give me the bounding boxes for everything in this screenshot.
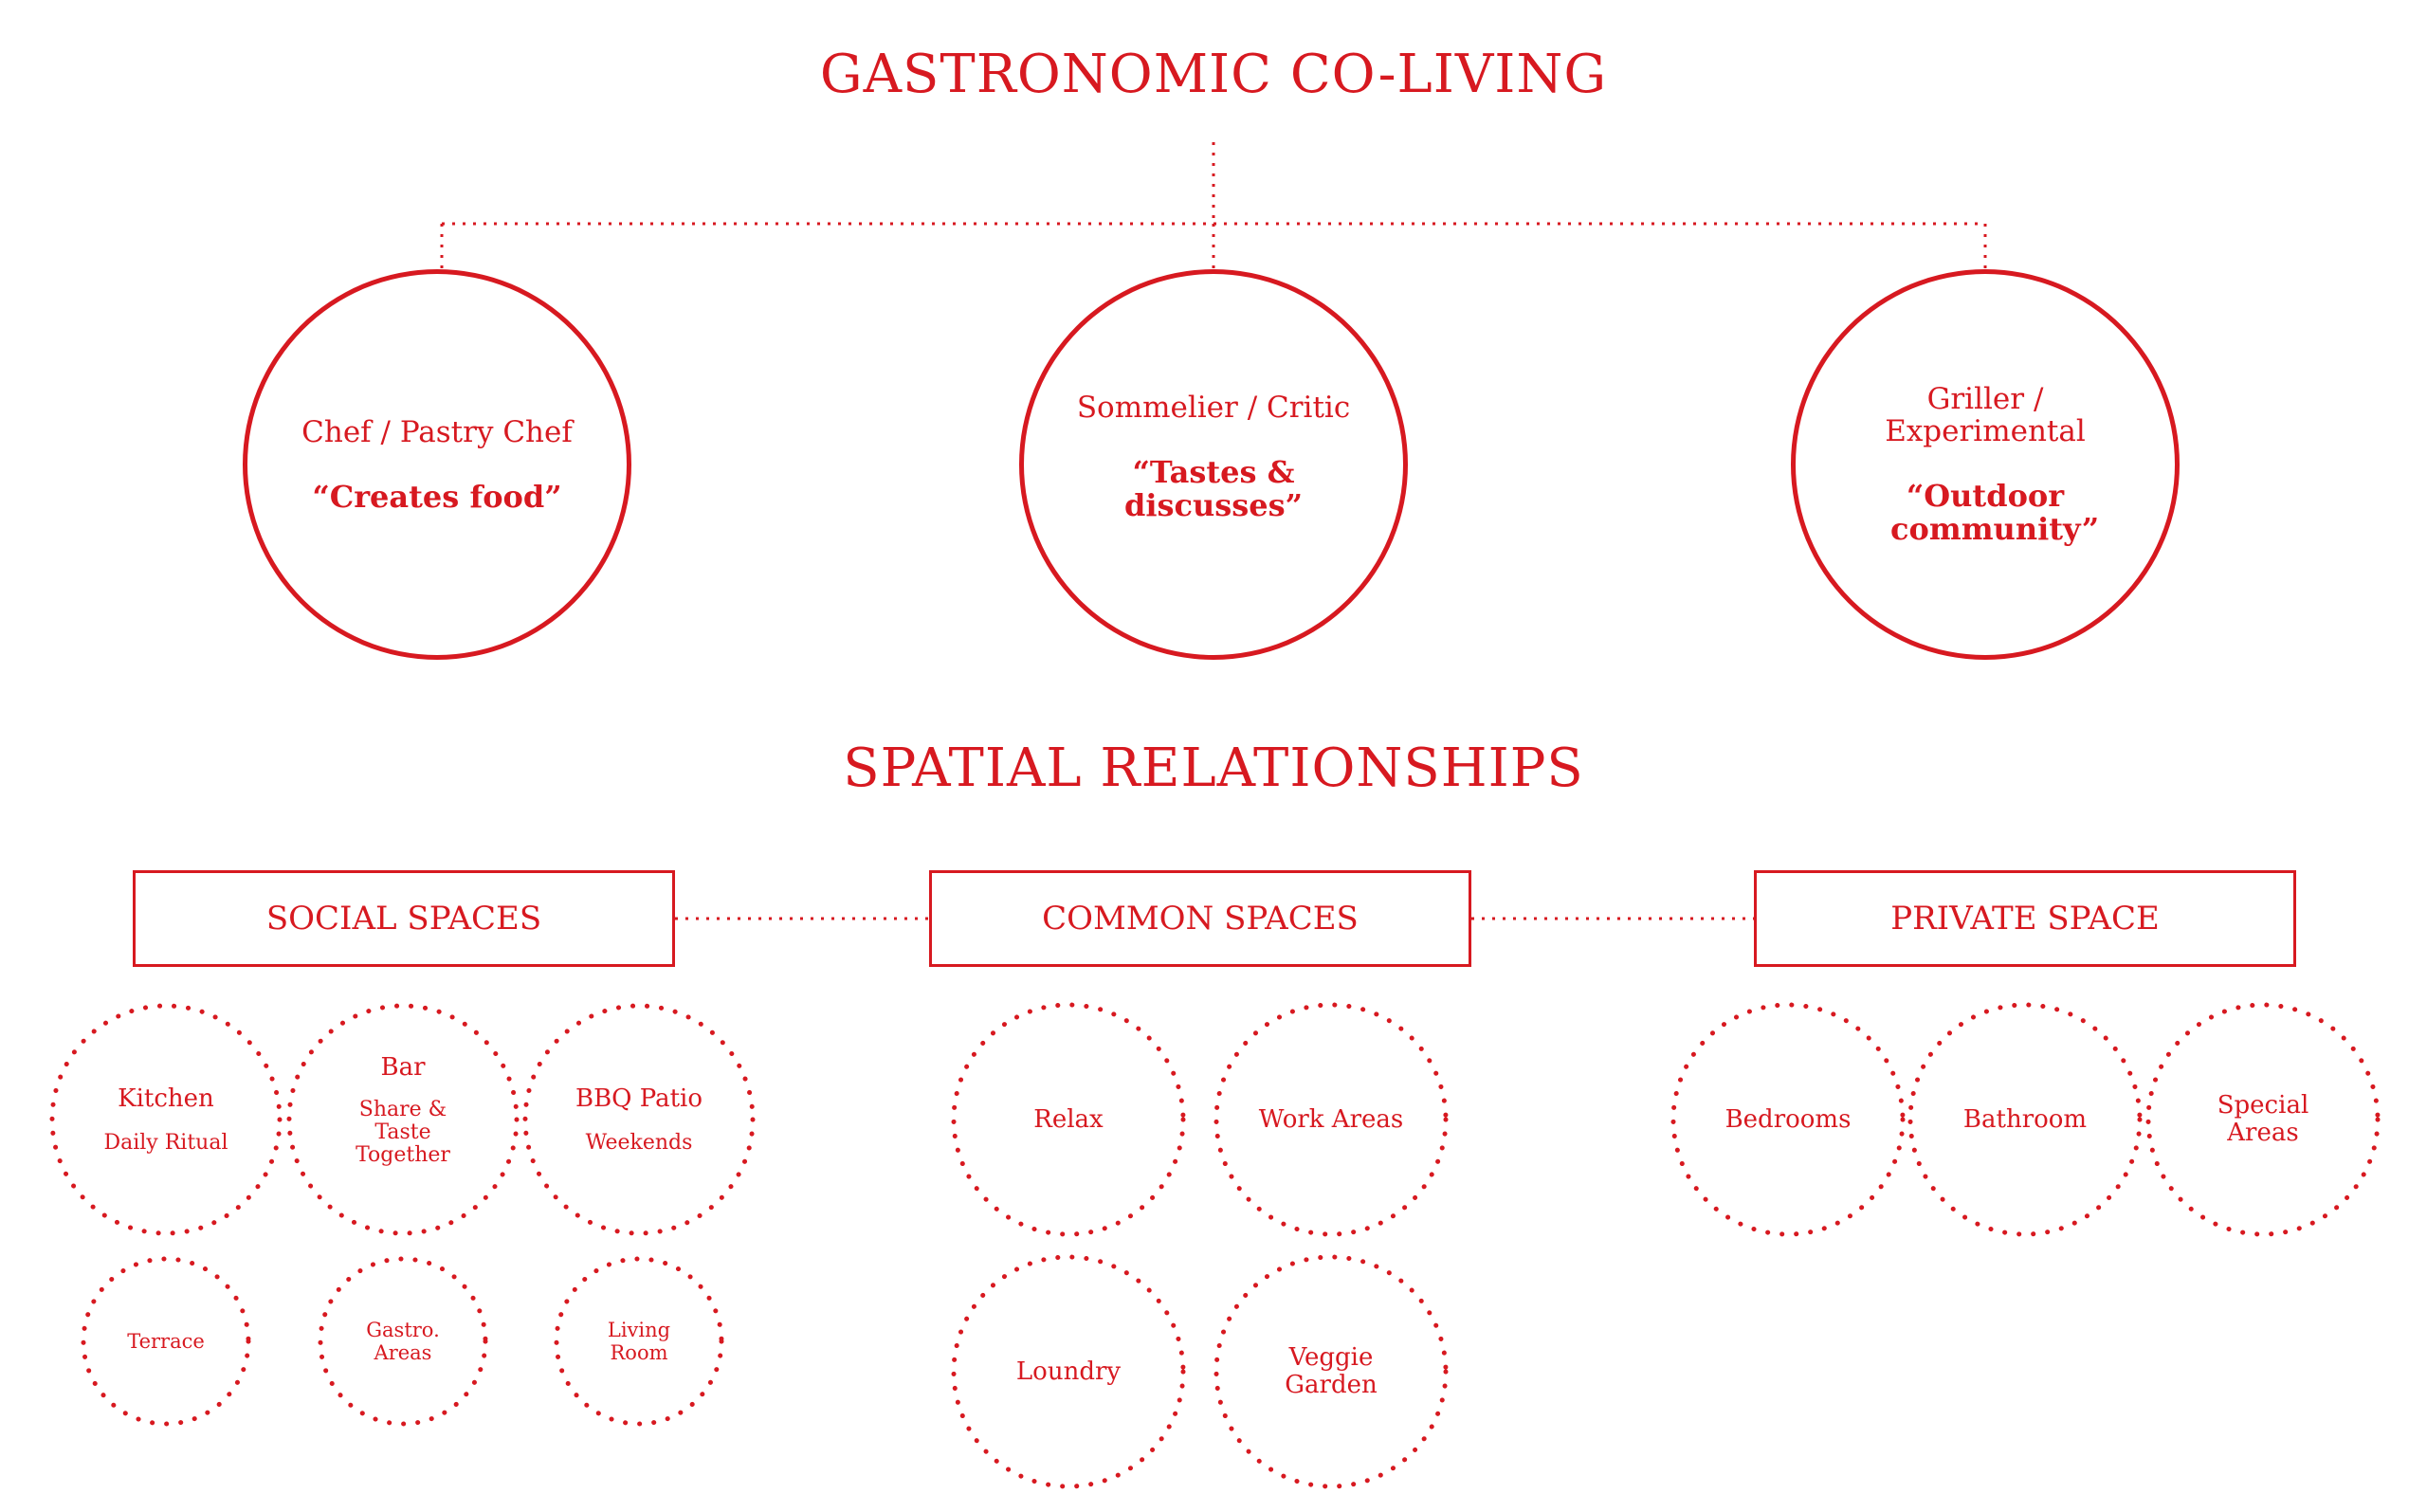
- diagram-title: GASTRONOMIC CO-LIVING: [819, 44, 1608, 105]
- space-living-room: Living Room: [553, 1255, 725, 1428]
- persona-role: Sommelier / Critic: [1076, 391, 1351, 425]
- persona-quote: “Outdoor community”: [1890, 478, 2100, 547]
- category-label: COMMON SPACES: [1042, 900, 1359, 938]
- category-private-space: PRIVATE SPACE: [1754, 870, 2296, 967]
- space-label: Work Areas: [1258, 1104, 1404, 1134]
- space-label: Living Room: [607, 1319, 671, 1364]
- space-label: Terrace: [127, 1330, 205, 1353]
- space-label: Bar: [380, 1052, 426, 1082]
- category-label: PRIVATE SPACE: [1890, 900, 2160, 938]
- space-terrace: Terrace: [80, 1255, 252, 1428]
- category-label: SOCIAL SPACES: [265, 900, 542, 938]
- category-social-spaces: SOCIAL SPACES: [133, 870, 675, 967]
- persona-quote: “Tastes & discusses”: [1123, 454, 1304, 523]
- dotted-ring: [522, 1003, 756, 1236]
- space-label: Gastro. Areas: [366, 1319, 440, 1364]
- dotted-ring: [318, 1256, 488, 1427]
- persona-circle-chef: Chef / Pastry Chef “Creates food”: [243, 269, 631, 660]
- space-bathroom: Bathroom: [1907, 1001, 2144, 1238]
- dotted-ring: [286, 1003, 520, 1236]
- dotted-ring: [951, 1002, 1186, 1237]
- section-subtitle: SPATIAL RELATIONSHIPS: [843, 738, 1584, 799]
- space-special-areas: Special Areas: [2144, 1001, 2381, 1238]
- space-relax: Relax: [950, 1001, 1187, 1238]
- dotted-ring: [951, 1254, 1186, 1489]
- dotted-ring: [81, 1256, 251, 1427]
- space-label: Loundry: [1015, 1357, 1122, 1386]
- space-label: Special Areas: [2217, 1091, 2309, 1147]
- space-label: Veggie Garden: [1285, 1343, 1378, 1399]
- persona-circle-griller: Griller / Experimental “Outdoor communit…: [1791, 269, 2180, 660]
- space-bbq-patio: BBQ Patio Weekends: [521, 1002, 757, 1237]
- space-gastro-areas: Gastro. Areas: [317, 1255, 489, 1428]
- space-kitchen: Kitchen Daily Ritual: [48, 1002, 283, 1237]
- space-label: BBQ Patio: [575, 1084, 703, 1113]
- space-label: Relax: [1033, 1104, 1104, 1134]
- category-common-spaces: COMMON SPACES: [929, 870, 1471, 967]
- dotted-ring: [1214, 1254, 1449, 1489]
- persona-circle-sommelier: Sommelier / Critic “Tastes & discusses”: [1019, 269, 1408, 660]
- dotted-ring: [49, 1003, 283, 1236]
- space-veggie-garden: Veggie Garden: [1213, 1253, 1450, 1490]
- persona-quote: “Creates food”: [312, 478, 562, 515]
- space-work-areas: Work Areas: [1213, 1001, 1450, 1238]
- dotted-ring: [2145, 1002, 2381, 1237]
- space-loundry: Loundry: [950, 1253, 1187, 1490]
- space-subtitle: Weekends: [585, 1130, 693, 1155]
- dotted-ring: [1907, 1002, 2143, 1237]
- space-label: Bathroom: [1962, 1104, 2088, 1134]
- dotted-ring: [1670, 1002, 1906, 1237]
- space-bedrooms: Bedrooms: [1670, 1001, 1907, 1238]
- space-subtitle: Daily Ritual: [103, 1130, 228, 1155]
- space-label: Kitchen: [118, 1084, 214, 1113]
- space-subtitle: Share & Taste Together: [356, 1097, 450, 1167]
- persona-role: Chef / Pastry Chef: [301, 414, 573, 449]
- dotted-ring: [1214, 1002, 1449, 1237]
- dotted-ring: [554, 1256, 724, 1427]
- space-bar: Bar Share & Taste Together: [285, 1002, 520, 1237]
- persona-role: Griller / Experimental: [1885, 382, 2086, 448]
- space-label: Bedrooms: [1724, 1104, 1852, 1134]
